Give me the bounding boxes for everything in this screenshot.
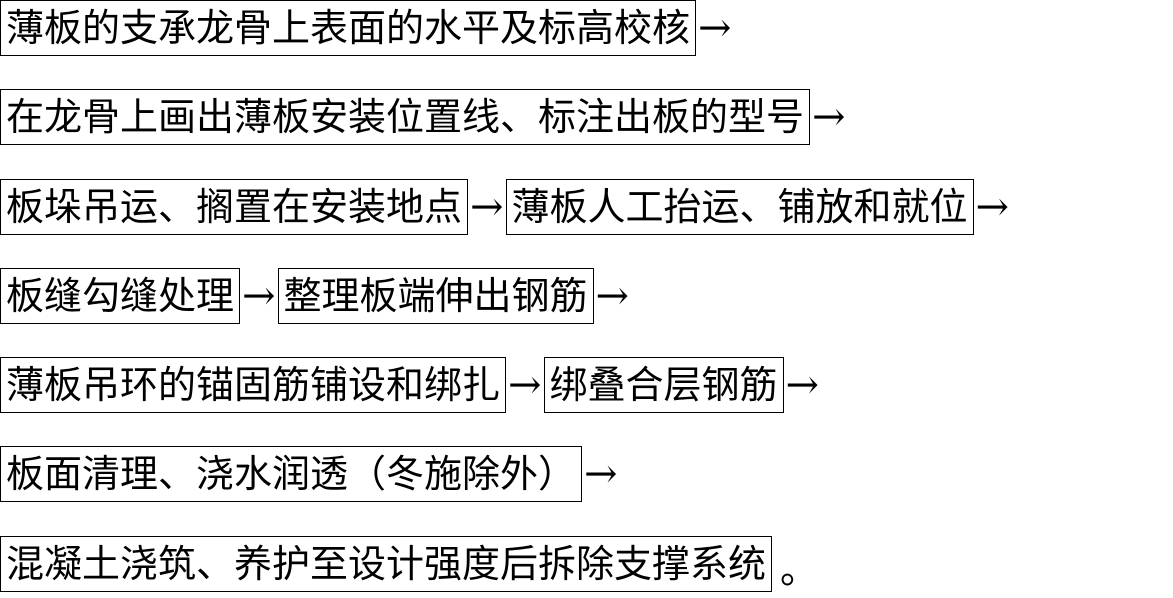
step-box-6: 整理板端伸出钢筋 bbox=[277, 268, 594, 324]
step-box-2: 在龙骨上画出薄板安装位置线、标注出板的型号 bbox=[0, 89, 811, 145]
flow-row-3: 板垛吊运、搁置在安装地点 → 薄板人工抬运、铺放和就位 → bbox=[0, 179, 1011, 235]
arrow-right-icon: → bbox=[242, 273, 276, 319]
arrow-right-icon: → bbox=[508, 362, 542, 408]
arrow-right-icon: → bbox=[975, 184, 1010, 230]
flow-row-2: 在龙骨上画出薄板安装位置线、标注出板的型号 → bbox=[0, 89, 848, 145]
flow-row-4: 板缝勾缝处理 → 整理板端伸出钢筋 → bbox=[0, 268, 631, 324]
step-box-5: 板缝勾缝处理 bbox=[0, 268, 241, 324]
flow-row-5: 薄板吊环的锚固筋铺设和绑扎 → 绑叠合层钢筋 → bbox=[0, 357, 821, 413]
end-period: 。 bbox=[780, 548, 819, 592]
flow-row-1: 薄板的支承龙骨上表面的水平及标高校核 → bbox=[0, 0, 734, 56]
flow-row-7: 混凝土浇筑、养护至设计强度后拆除支撑系统 。 bbox=[0, 536, 818, 592]
step-box-7: 薄板吊环的锚固筋铺设和绑扎 bbox=[0, 357, 507, 413]
arrow-right-icon: → bbox=[785, 362, 820, 408]
step-box-10: 混凝土浇筑、养护至设计强度后拆除支撑系统 bbox=[0, 536, 773, 592]
arrow-right-icon: → bbox=[698, 5, 732, 51]
arrow-right-icon: → bbox=[584, 451, 618, 497]
flow-row-6: 板面清理、浇水润透（冬施除外） → bbox=[0, 446, 620, 502]
step-box-9: 板面清理、浇水润透（冬施除外） bbox=[0, 446, 583, 502]
step-box-4: 薄板人工抬运、铺放和就位 bbox=[505, 179, 974, 235]
arrow-right-icon: → bbox=[470, 184, 504, 230]
step-box-8: 绑叠合层钢筋 bbox=[543, 357, 784, 413]
step-box-3: 板垛吊运、搁置在安装地点 bbox=[0, 179, 469, 235]
arrow-right-icon: → bbox=[595, 273, 630, 319]
step-box-1: 薄板的支承龙骨上表面的水平及标高校核 bbox=[0, 0, 697, 56]
arrow-right-icon: → bbox=[812, 94, 846, 140]
